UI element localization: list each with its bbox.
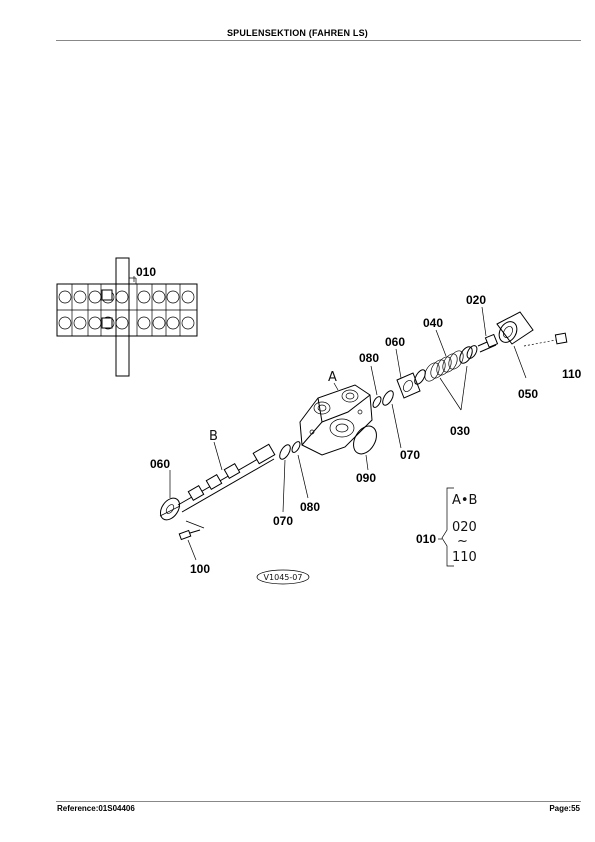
legend-range-tilde: ~ bbox=[457, 534, 468, 549]
legend-range-end: 110 bbox=[452, 550, 477, 565]
cap-060-left bbox=[159, 497, 181, 521]
callout-040: 040 bbox=[423, 316, 443, 330]
leader-lines bbox=[133, 276, 527, 561]
callout-060-right: 060 bbox=[385, 335, 405, 349]
callout-070-left: 070 bbox=[273, 514, 293, 528]
legend-brace bbox=[438, 487, 454, 567]
callout-020: 020 bbox=[466, 293, 486, 307]
page-title: SPULENSEKTION (FAHREN LS) bbox=[226, 28, 368, 38]
callout-110: 110 bbox=[562, 367, 582, 381]
legend-range-header: A•B bbox=[452, 493, 477, 508]
callout-100: 100 bbox=[190, 562, 210, 576]
valve-bank-overview bbox=[56, 257, 198, 377]
callout-080-left: 080 bbox=[300, 500, 320, 514]
callout-060-left: 060 bbox=[150, 457, 170, 471]
o-ring-080-left bbox=[291, 441, 301, 453]
drawing-id-frame bbox=[256, 569, 310, 585]
footer-divider bbox=[56, 801, 581, 802]
backup-ring-070-right bbox=[382, 390, 394, 406]
spring-assembly-040 bbox=[414, 345, 478, 385]
callout-010-top: 010 bbox=[136, 265, 156, 279]
drawing-id: V1045-07 bbox=[264, 573, 303, 582]
legend-range-start: 020 bbox=[452, 520, 477, 535]
backup-ring-070-left bbox=[279, 444, 291, 460]
callout-030: 030 bbox=[450, 424, 470, 438]
bolt-020 bbox=[477, 333, 499, 353]
callout-080-right: 080 bbox=[359, 351, 379, 365]
callout-070-right: 070 bbox=[400, 448, 420, 462]
screw-100 bbox=[178, 529, 201, 541]
header-divider bbox=[56, 40, 581, 41]
flange-060-right bbox=[396, 372, 421, 399]
spool-b bbox=[177, 443, 276, 513]
callout-050: 050 bbox=[518, 387, 538, 401]
footer-reference: Reference:01S04406 bbox=[57, 804, 135, 813]
callout-010-legend: 010 bbox=[416, 532, 436, 546]
part-letter-a: A bbox=[328, 370, 337, 385]
footer-page-number: Page:55 bbox=[549, 804, 580, 813]
o-ring-090 bbox=[353, 425, 377, 455]
o-ring-080-right bbox=[372, 396, 382, 408]
screw-110 bbox=[523, 332, 568, 347]
part-letter-b: B bbox=[209, 429, 218, 444]
cover-050 bbox=[496, 311, 534, 345]
callout-090: 090 bbox=[356, 471, 376, 485]
valve-housing-a bbox=[299, 384, 373, 456]
